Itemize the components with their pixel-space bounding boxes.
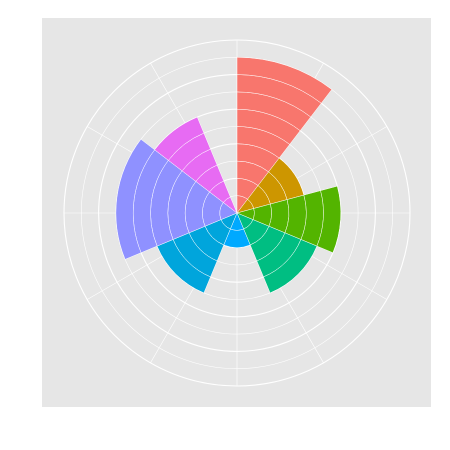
bar-2 <box>236 157 305 214</box>
bar-segment <box>115 138 156 260</box>
bar-segment <box>263 239 318 294</box>
bars-layer <box>115 57 342 294</box>
bar-segment <box>154 116 205 161</box>
bar-6 <box>156 212 238 294</box>
bar-8 <box>154 116 238 214</box>
bar-3 <box>236 185 342 254</box>
bar-segment <box>236 57 333 104</box>
bar-1 <box>236 57 333 214</box>
bar-7 <box>115 138 238 260</box>
bar-segment <box>316 185 342 254</box>
